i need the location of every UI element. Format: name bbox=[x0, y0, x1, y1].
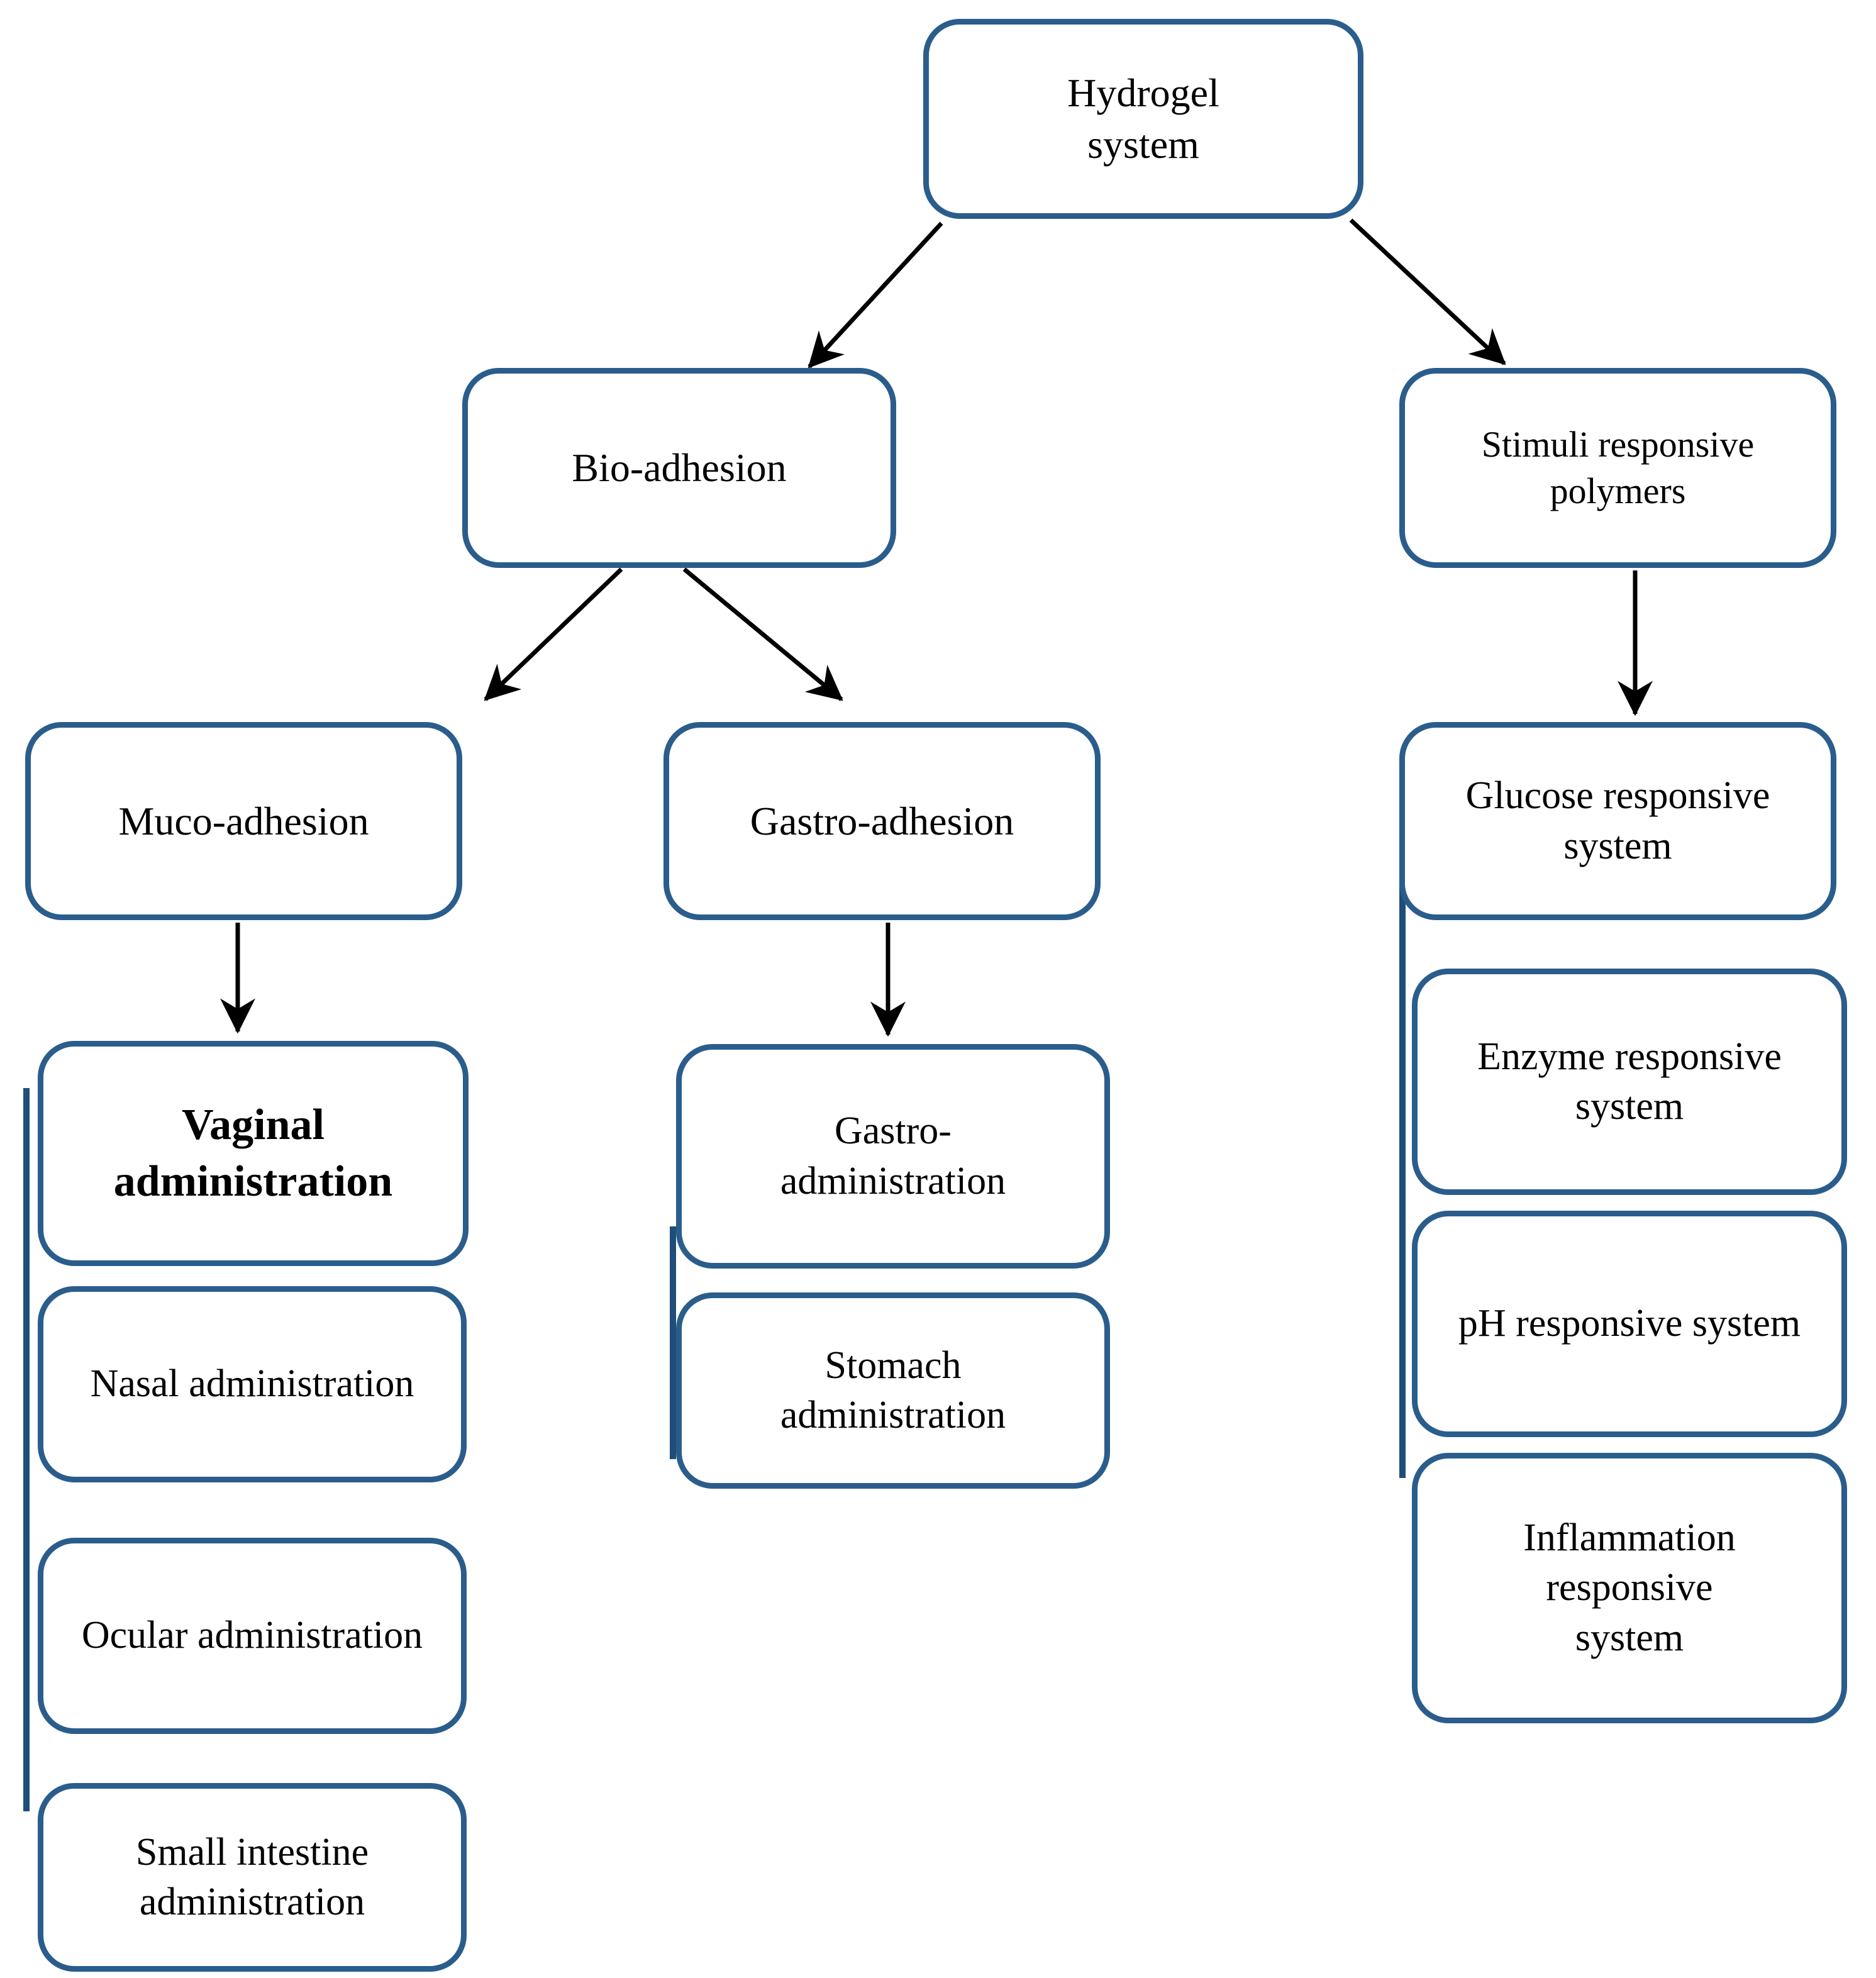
node-label: Stomach administration bbox=[780, 1343, 1006, 1436]
node-label: Small intestine administration bbox=[135, 1830, 369, 1923]
node-stomach-administration: Stomach administration bbox=[676, 1292, 1110, 1489]
node-bio-adhesion: Bio-adhesion bbox=[462, 368, 896, 568]
node-label: Enzyme responsive system bbox=[1477, 1035, 1782, 1128]
node-label: Hydrogel system bbox=[1067, 70, 1219, 167]
node-ph-responsive-system: pH responsive system bbox=[1412, 1211, 1847, 1437]
node-enzyme-responsive-system: Enzyme responsive system bbox=[1412, 969, 1847, 1195]
node-label: Inflammation responsive system bbox=[1523, 1516, 1736, 1659]
node-vaginal-administration: Vaginal administration bbox=[38, 1041, 469, 1266]
node-label: Nasal administration bbox=[90, 1362, 414, 1406]
arrow-bio-adhesion-to-gastro-adhesion bbox=[682, 567, 843, 701]
arrow-hydrogel-to-stimuli bbox=[1349, 218, 1506, 365]
node-hydrogel-system: Hydrogel system bbox=[923, 19, 1363, 219]
node-gastro-adhesion: Gastro-adhesion bbox=[663, 722, 1101, 920]
node-glucose-responsive-system: Glucose responsive system bbox=[1399, 722, 1836, 920]
arrow-bio-adhesion-to-muco bbox=[484, 567, 623, 701]
node-gastro-administration: Gastro-administration bbox=[676, 1044, 1110, 1269]
node-muco-adhesion: Muco-adhesion bbox=[25, 722, 462, 920]
arrow-hydrogel-to-bio-adhesion bbox=[808, 221, 943, 369]
node-label: Bio-adhesion bbox=[572, 445, 787, 491]
node-label: pH responsive system bbox=[1458, 1302, 1801, 1345]
node-nasal-administration: Nasal administration bbox=[38, 1286, 467, 1482]
node-label: Gastro-adhesion bbox=[750, 798, 1014, 843]
node-small-intestine-administration: Small intestine administration bbox=[38, 1783, 467, 1972]
node-ocular-administration: Ocular administration bbox=[38, 1538, 467, 1734]
node-label: Muco-adhesion bbox=[118, 798, 369, 843]
node-label: Gastro-administration bbox=[780, 1109, 1006, 1203]
node-label: Vaginal administration bbox=[113, 1101, 393, 1206]
node-label: Glucose responsive system bbox=[1465, 774, 1770, 867]
node-label: Ocular administration bbox=[81, 1614, 423, 1657]
node-inflammation-responsive-system: Inflammation responsive system bbox=[1412, 1453, 1847, 1723]
node-stimuli-responsive-polymers: Stimuli responsive polymers bbox=[1399, 368, 1836, 568]
node-label: Stimuli responsive polymers bbox=[1481, 423, 1755, 511]
